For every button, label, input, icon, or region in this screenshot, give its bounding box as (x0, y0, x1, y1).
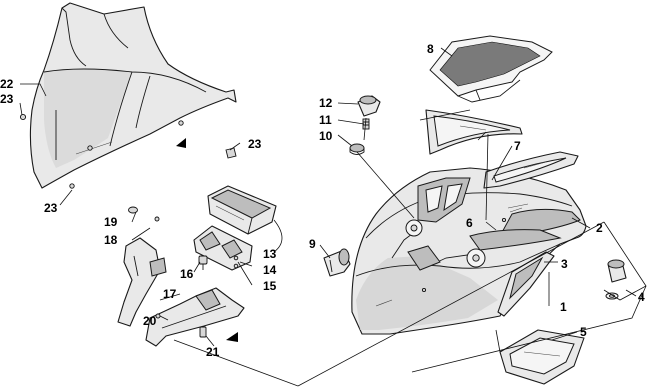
windshield (29, 2, 237, 189)
trim-panel-upper (425, 109, 523, 155)
callout-21: 21 (206, 345, 220, 359)
mount-bracket-right (145, 287, 245, 347)
callout-8: 8 (427, 42, 434, 56)
cap-part-12 (357, 95, 381, 117)
callout-19: 19 (104, 215, 118, 229)
callout-4: 4 (638, 290, 645, 304)
washer-part-20 (155, 313, 161, 319)
callout-1: 1 (560, 300, 567, 314)
screw-part-21 (199, 326, 207, 338)
callout-12: 12 (319, 96, 333, 110)
washer-part-18 (154, 216, 160, 222)
hood-nose-pan (351, 167, 587, 335)
callout-23-left: 23 (0, 92, 14, 106)
callout-13: 13 (263, 247, 277, 261)
washer-part-15 (233, 255, 239, 261)
side-panel (497, 251, 555, 317)
callout-17: 17 (163, 287, 177, 301)
bottom-panel (499, 329, 585, 385)
leader-lines (19, 47, 647, 387)
callout-23-bottom: 23 (44, 201, 58, 215)
trim-panel-lower (483, 151, 579, 189)
screw-part-16 (198, 255, 208, 270)
callout-7: 7 (514, 139, 521, 153)
callout-6: 6 (466, 216, 473, 230)
nut-part-19 (128, 206, 138, 214)
callout-11: 11 (319, 113, 332, 127)
callout-3: 3 (561, 257, 568, 271)
callout-16: 16 (180, 267, 194, 281)
callout-14: 14 (263, 263, 277, 277)
callout-9: 9 (309, 237, 316, 251)
callout-labels: 1 2 3 4 5 6 7 8 9 10 11 12 13 14 15 16 1… (0, 42, 645, 359)
callout-5: 5 (580, 325, 587, 339)
mount-bracket-left (117, 237, 167, 327)
callout-18: 18 (104, 233, 118, 247)
callout-2: 2 (596, 221, 603, 235)
callout-22: 22 (0, 77, 14, 91)
view-arrow-windshield (176, 138, 186, 148)
instrument-gauge (207, 185, 277, 235)
adjuster-knob (323, 248, 351, 277)
storage-net (429, 35, 553, 103)
view-arrow-bracket (226, 332, 238, 342)
callout-10: 10 (319, 129, 333, 143)
callout-15: 15 (263, 279, 277, 293)
callout-23-right: 23 (248, 137, 262, 151)
callout-20: 20 (143, 314, 157, 328)
